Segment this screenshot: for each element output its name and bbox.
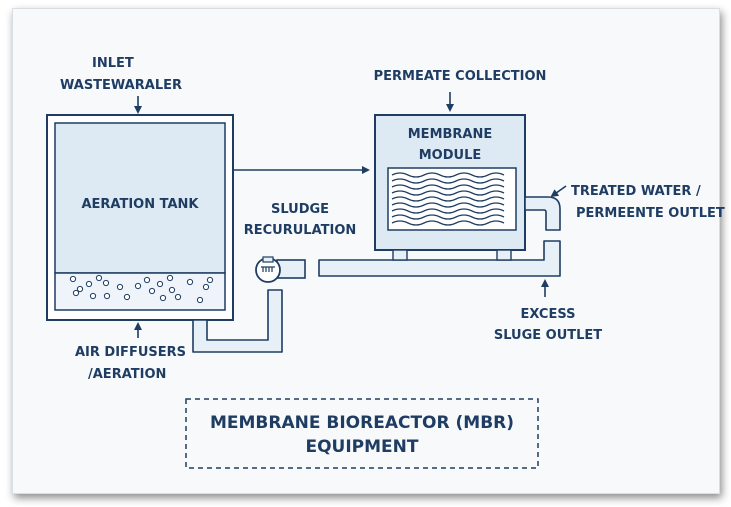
title-line2: EQUIPMENT [305, 437, 418, 457]
inlet-label-line2: WASTEWARALER [60, 78, 182, 93]
air-bubbles [69, 274, 214, 304]
inlet-label-line1: INLET [92, 56, 134, 71]
treated-water-label-line2: PERMEENTE OUTLET [576, 206, 725, 221]
excess-sludge-label-line1: EXCESS [520, 307, 575, 322]
bottom-pipe [318, 240, 561, 277]
sludge-return-pipe [192, 289, 283, 353]
membrane-fibers [391, 172, 505, 226]
aeration-tank-label: AERATION TANK [81, 197, 199, 212]
membrane-label-line2: MODULE [419, 148, 482, 163]
treated-water-arrow [550, 185, 567, 198]
module-supports [392, 249, 512, 261]
sludge-recirc-label-line2: RECURULATION [244, 223, 357, 238]
aeration-tank [46, 114, 234, 321]
air-diffusers-label-line2: /AERATION [88, 367, 166, 382]
title-box [185, 398, 539, 469]
permeate-collection-label: PERMEATE COLLECTION [374, 69, 547, 84]
treated-water-label-line1: TREATED WATER / [571, 184, 701, 199]
recirculation-pump [255, 256, 306, 283]
title-line1: MEMBRANE BIOREACTOR (MBR) [210, 413, 514, 433]
excess-sludge-label-line2: SLUGE OUTLET [494, 328, 602, 343]
membrane-label-line1: MEMBRANE [408, 127, 493, 142]
sludge-recirc-label-line1: SLUDGE [271, 202, 329, 217]
air-diffusers-label-line1: AIR DIFFUSERS [75, 345, 186, 360]
permeate-outlet-pipe [524, 196, 561, 231]
